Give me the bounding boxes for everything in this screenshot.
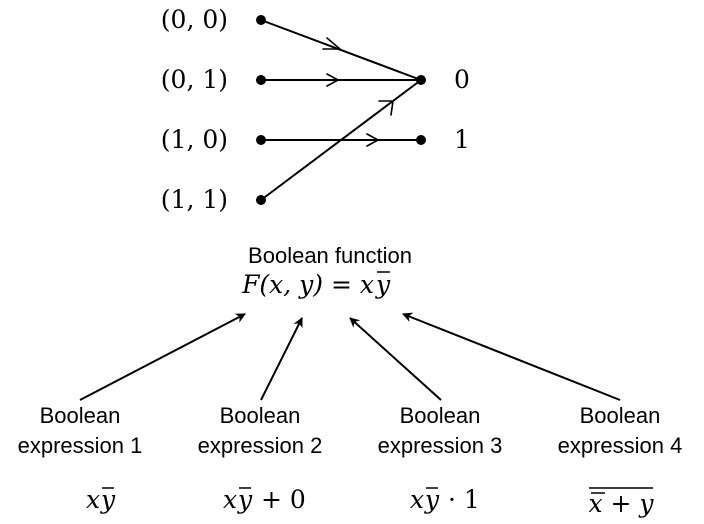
mapping-edges [260, 19, 422, 201]
expression-1-formula-main: x [86, 485, 100, 514]
arrowhead-edge-11 [378, 100, 394, 116]
output-label-1: 1 [454, 125, 470, 154]
arrowhead-edge-10 [366, 133, 379, 147]
edge-11-to-0 [260, 79, 422, 201]
expression-4-label-line2: expression 4 [558, 433, 683, 458]
expression-3-formula-bar-var: y [424, 485, 440, 514]
arrowhead-edge-01 [326, 73, 339, 87]
arrow-expression-2 [260, 317, 303, 401]
arrow-expression-4 [402, 312, 621, 401]
expression-4-label-line1: Boolean [580, 403, 661, 428]
expression-2-formula: x y + 0 [223, 485, 306, 514]
expression-labels: Boolean expression 1 Boolean expression … [18, 403, 683, 458]
expression-1-label-line2: expression 1 [18, 433, 143, 458]
expression-2-formula-main: x [223, 485, 237, 514]
expression-3-label-line2: expression 3 [378, 433, 503, 458]
input-label-10: (1, 0) [161, 125, 228, 154]
expression-1-formula-bar-var: y [100, 485, 116, 514]
arrow-expression-3 [349, 317, 442, 401]
mapping-arrowheads [322, 37, 394, 147]
edge-00-to-0 [260, 19, 422, 81]
input-label-11: (1, 1) [161, 185, 228, 214]
expression-4-formula-main: x + y [588, 489, 654, 518]
input-labels: (0, 0) (0, 1) (1, 0) (1, 1) [161, 5, 228, 214]
expression-2-label-line2: expression 2 [198, 433, 323, 458]
expression-arrows [79, 312, 621, 401]
arrow-expression-1 [79, 313, 246, 401]
expression-1-label-line1: Boolean [40, 403, 121, 428]
output-nodes: 0 1 [416, 65, 470, 154]
function-title: Boolean function [248, 243, 412, 268]
output-label-0: 0 [454, 65, 470, 94]
expression-2-formula-bar-var: y [237, 485, 253, 514]
function-formula-bar-var: y [375, 270, 391, 299]
expression-1-formula: x y [86, 485, 116, 514]
expression-3-formula: x y · 1 [410, 485, 480, 514]
expression-3-formula-main: x [410, 485, 424, 514]
expression-4-formula: x + y [588, 487, 654, 518]
function-formula: F(x, y) = x y [241, 270, 391, 299]
input-label-00: (0, 0) [161, 5, 228, 34]
input-dots [256, 15, 266, 205]
expression-3-label-line1: Boolean [400, 403, 481, 428]
input-label-01: (0, 1) [161, 65, 228, 94]
expression-2-label-line1: Boolean [220, 403, 301, 428]
arrowhead-edge-00 [322, 37, 341, 50]
expression-2-formula-tail: + 0 [253, 485, 306, 514]
function-formula-lhs: F(x, y) = x [241, 270, 374, 299]
expression-3-formula-tail: · 1 [440, 485, 480, 514]
